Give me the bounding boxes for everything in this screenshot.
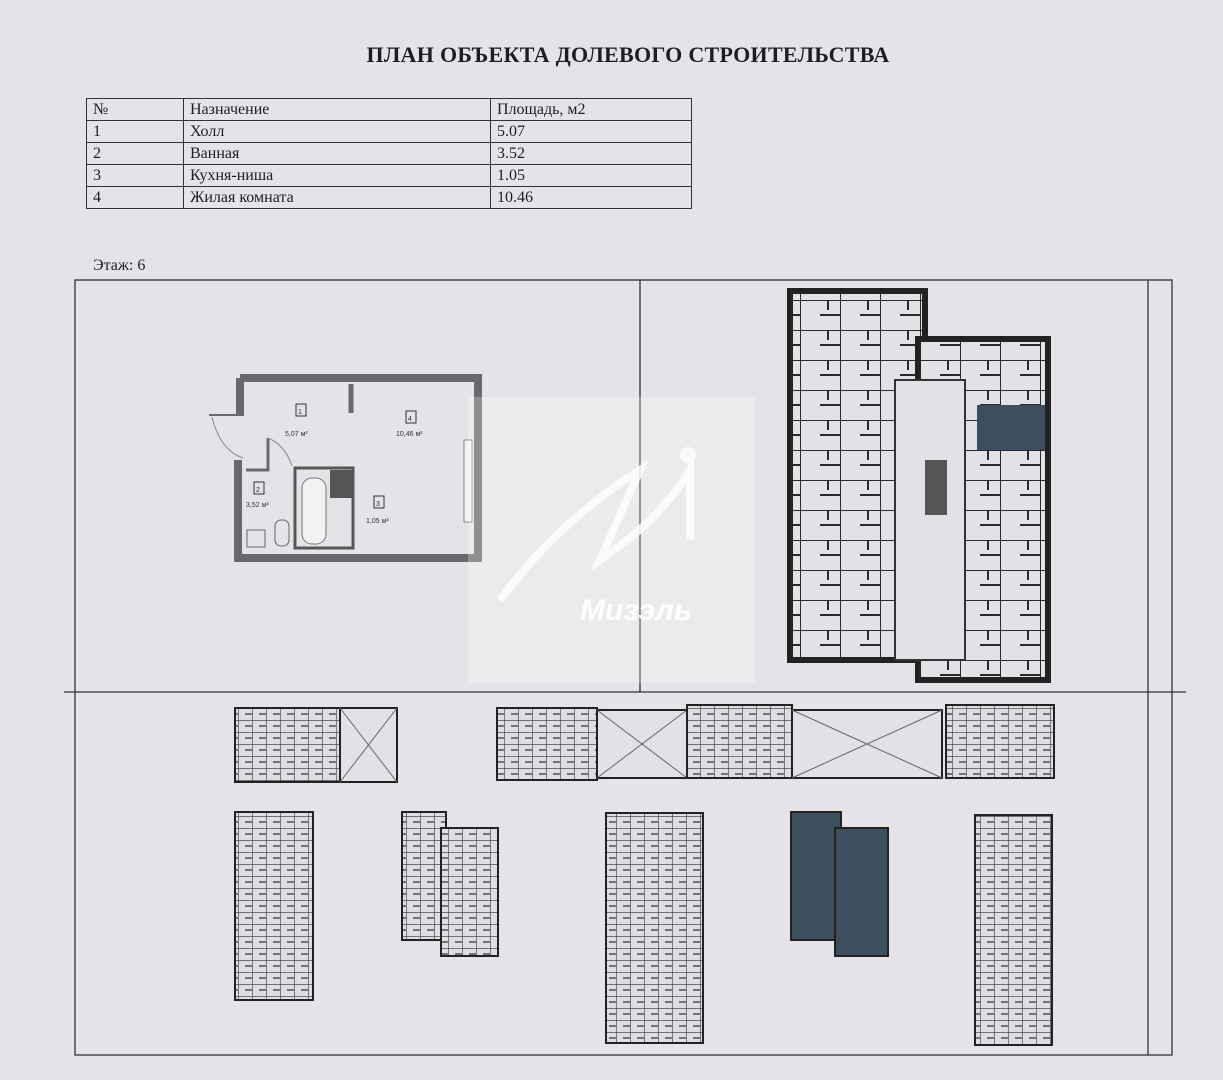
- floor-section-plan: [787, 288, 1051, 683]
- table-row: 3 Кухня-ниша 1.05: [86, 164, 692, 187]
- svg-text:4: 4: [408, 416, 412, 423]
- svg-text:3: 3: [376, 501, 380, 508]
- site-plans: [234, 704, 1055, 1046]
- cell-name: Жилая комната: [183, 186, 491, 209]
- cell-name: Ванная: [183, 142, 491, 165]
- room-label-2: 2 3,52 м²: [246, 481, 269, 509]
- svg-text:1: 1: [298, 409, 302, 416]
- svg-text:Мизэль: Мизэль: [580, 594, 692, 627]
- room-label-3: 3 1,05 м²: [366, 495, 389, 525]
- watermark: Мизэль: [468, 397, 755, 683]
- floor-label: Этаж: 6: [93, 257, 146, 274]
- room-label-1: 1 5,07 м²: [285, 403, 308, 438]
- table-row: 1 Холл 5.07: [86, 120, 692, 143]
- svg-text:3,52 м²: 3,52 м²: [246, 502, 269, 509]
- cell-area: 5.07: [490, 120, 692, 143]
- highlighted-building: [790, 811, 842, 941]
- drawing-frame: [64, 279, 1186, 1056]
- highlighted-apartment: [977, 405, 1045, 450]
- svg-text:2: 2: [256, 487, 260, 494]
- cell-area: 10.46: [490, 186, 692, 209]
- svg-text:1,05 м²: 1,05 м²: [366, 518, 389, 525]
- room-label-4: 4 10,46 м²: [396, 410, 423, 438]
- rooms-table: № Назначение Площадь, м2 1 Холл 5.07 2 В…: [86, 98, 692, 209]
- cell-area: 3.52: [490, 142, 692, 165]
- table-header-row: № Назначение Площадь, м2: [86, 98, 692, 121]
- svg-text:10,46 м²: 10,46 м²: [396, 431, 423, 438]
- table-row: 4 Жилая комната 10.46: [86, 186, 692, 209]
- page-title: ПЛАН ОБЪЕКТА ДОЛЕВОГО СТРОИТЕЛЬСТВА: [366, 42, 890, 67]
- svg-text:5,07 м²: 5,07 м²: [285, 431, 308, 438]
- apartment-plan: 1 5,07 м² 2 3,52 м² 3 1,05 м² 4 10,46 м²: [209, 374, 482, 562]
